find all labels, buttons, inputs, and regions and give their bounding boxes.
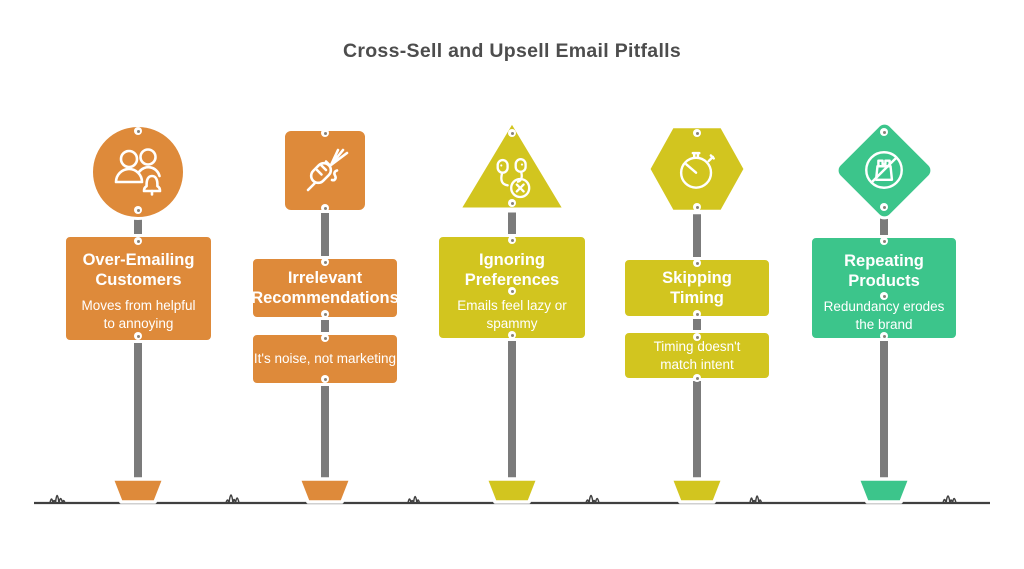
rivet	[321, 334, 329, 342]
sign-base	[856, 477, 912, 504]
sign-title: Ignoring Preferences	[464, 251, 560, 290]
rivet	[508, 287, 516, 295]
sign-board: Irrelevant Recommendations	[250, 256, 400, 320]
grass-tuft	[942, 495, 957, 504]
rivet	[880, 332, 888, 340]
rivet	[134, 206, 142, 214]
rivet	[321, 258, 329, 266]
sign-subtitle: Moves from helpful to annoying	[81, 298, 196, 331]
sign-base	[110, 477, 166, 504]
rivet	[134, 332, 142, 340]
hand-holding-fork-icon	[306, 148, 349, 192]
earbuds-crossed-icon	[496, 158, 531, 199]
hexagon-sign-shape	[645, 123, 749, 215]
grass-tuft	[49, 494, 66, 504]
rivet	[880, 292, 888, 300]
sign-board: Timing doesn't match intent	[622, 330, 772, 381]
rivet	[321, 375, 329, 383]
rivet	[508, 331, 516, 339]
grass-tuft	[407, 495, 421, 504]
grass-tuft	[225, 494, 240, 504]
sign-base	[484, 477, 540, 504]
page-title: Cross-Sell and Upsell Email Pitfalls	[342, 40, 682, 62]
sign-title: Repeating Products	[844, 252, 924, 291]
rivet	[880, 203, 888, 211]
rivet	[693, 333, 701, 341]
rivet	[693, 259, 701, 267]
rivet	[693, 310, 701, 318]
sign-subtitle: Emails feel lazy or spammy	[457, 298, 567, 331]
sign-base	[669, 477, 725, 504]
sign-subtitle: Redundancy erodes the brand	[823, 299, 945, 332]
rivet	[321, 310, 329, 318]
triangle-sign-shape	[455, 117, 569, 213]
rivet	[693, 203, 701, 211]
rivet	[134, 237, 142, 245]
rivet	[321, 204, 329, 212]
no-repeat-bag-icon	[865, 151, 903, 189]
sign-pole	[318, 165, 332, 497]
rivet	[508, 199, 516, 207]
rivet	[508, 129, 516, 137]
sign-subtitle: It's noise, not marketing	[253, 351, 397, 367]
rivet	[880, 237, 888, 245]
sign-title: Over-Emailing Customers	[82, 251, 195, 290]
sign-base	[297, 477, 353, 504]
sign-board: Skipping Timing	[622, 257, 772, 319]
rivet	[693, 374, 701, 382]
grass-tuft	[749, 495, 763, 504]
rivet	[321, 129, 329, 137]
sign-board: Repeating Products Redundancy erodes the…	[809, 235, 959, 341]
grass-tuft	[585, 494, 600, 504]
rivet	[693, 129, 701, 137]
sign-subtitle: Timing doesn't match intent	[653, 339, 741, 372]
stopwatch-icon	[679, 151, 716, 189]
rivet	[134, 127, 142, 135]
people-notification-bell-icon	[114, 148, 162, 196]
rivet	[508, 236, 516, 244]
sign-board: Over-Emailing Customers Moves from helpf…	[63, 234, 214, 343]
sign-board: It's noise, not marketing	[250, 332, 400, 386]
sign-title: Skipping Timing	[662, 268, 732, 307]
rivet	[880, 128, 888, 136]
sign-title: Irrelevant Recommendations	[251, 268, 399, 307]
